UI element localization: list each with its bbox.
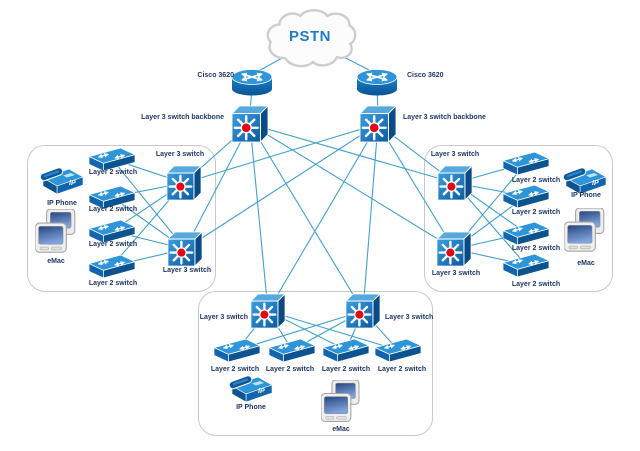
layer3-switch-right-bottom-label: Layer 3 switch <box>431 270 481 277</box>
layer2-switch-right-3-label: Layer 2 switch <box>511 245 561 252</box>
pstn-cloud-label: PSTN <box>288 28 331 45</box>
ip-phone-left-label: IP Phone <box>47 200 77 207</box>
link <box>249 123 455 250</box>
layer3-switch-bottom-left <box>250 293 286 329</box>
layer2-switch-bottom-2-label: Layer 2 switch <box>265 366 315 373</box>
layer2-switch-bottom-2 <box>269 338 315 363</box>
layer2-switch-right-2 <box>503 184 549 209</box>
layer3-switch-right-top-label: Layer 3 switch <box>430 151 480 158</box>
layer2-switch-left-2-label: Layer 2 switch <box>88 206 138 213</box>
layer2-switch-right-3 <box>503 221 549 246</box>
layer2-switch-right-1 <box>503 151 549 176</box>
ip-phone-left-icon <box>39 166 85 200</box>
link <box>184 123 379 250</box>
layer2-switch-bottom-1-label: Layer 2 switch <box>210 366 260 373</box>
emac-left-icon <box>35 209 77 256</box>
layer3-switch-bottom-right-label: Layer 3 switch <box>385 314 434 321</box>
layer2-switch-left-3-label: Layer 2 switch <box>88 241 138 248</box>
layer2-switch-right-4 <box>503 253 549 278</box>
link <box>362 123 379 312</box>
emac-bottom-icon <box>321 380 361 425</box>
layer3-switch-left-bottom <box>167 231 203 267</box>
link <box>236 310 364 351</box>
layer2-switch-bottom-4-label: Layer 2 switch <box>377 366 427 373</box>
layer2-switch-left-4 <box>89 254 135 279</box>
layer2-switch-bottom-4 <box>375 338 421 363</box>
link <box>249 123 269 312</box>
backbone-right-label: Layer 3 switch backbone <box>403 114 486 121</box>
emac-left-label: eMac <box>47 258 65 265</box>
layer2-switch-right-1-label: Layer 2 switch <box>511 177 561 184</box>
router-left-label: Cisco 3620 <box>197 72 234 79</box>
cisco-3620-router-left <box>230 66 274 98</box>
link <box>183 123 379 184</box>
link <box>184 123 251 250</box>
link <box>249 123 364 312</box>
lan-group-bottom <box>198 291 433 436</box>
cisco-3620-router-right <box>355 66 399 98</box>
backbone-left-label: Layer 3 switch backbone <box>141 114 224 121</box>
layer2-switch-right-4-label: Layer 2 switch <box>511 281 561 288</box>
emac-right-label: eMac <box>577 260 595 267</box>
layer2-switch-left-1-label: Layer 2 switch <box>88 169 138 176</box>
ip-phone-bottom-icon <box>228 374 274 408</box>
layer2-switch-left-4-label: Layer 2 switch <box>88 280 138 287</box>
layer3-backbone-switch-left <box>231 105 269 143</box>
layer2-switch-bottom-3 <box>323 338 369 363</box>
link <box>267 310 399 351</box>
layer2-switch-right-2-label: Layer 2 switch <box>511 209 561 216</box>
ip-phone-bottom-label: IP Phone <box>236 404 266 411</box>
layer3-switch-right-top <box>437 165 473 201</box>
link <box>377 123 455 250</box>
link <box>249 123 456 184</box>
layer3-switch-left-top <box>166 165 202 201</box>
layer3-switch-right-bottom <box>436 231 472 267</box>
layer3-switch-bottom-left-label: Layer 3 switch <box>199 314 248 321</box>
ip-phone-right-label: IP Phone <box>571 192 601 199</box>
layer3-backbone-switch-right <box>359 105 397 143</box>
layer3-switch-left-top-label: Layer 3 switch <box>155 151 205 158</box>
layer2-switch-bottom-1 <box>214 338 260 363</box>
link <box>267 123 379 312</box>
layer3-switch-left-bottom-label: Layer 3 switch <box>162 267 212 274</box>
emac-right-icon <box>564 208 606 255</box>
emac-bottom-label: eMac <box>332 426 350 433</box>
layer2-switch-bottom-3-label: Layer 2 switch <box>321 366 371 373</box>
layer3-switch-bottom-right <box>345 293 381 329</box>
router-right-label: Cisco 3620 <box>407 72 444 79</box>
